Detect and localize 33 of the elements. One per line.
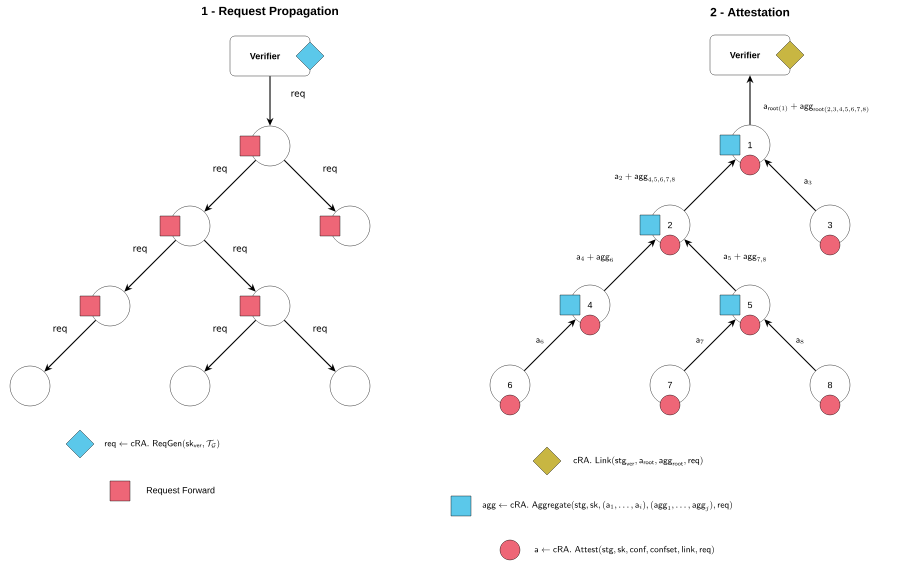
legend-text: $\mathsf{a}\leftarrow\mathsf{cRA.\ Attest}(\mathsf{stg},\mathsf{sk},\mathsf{conf},\mathsf{confset},\mathsf{link},\mathsf{req})$ xyxy=(534,546,714,554)
verifier-box: Verifier xyxy=(230,36,310,76)
node-circle xyxy=(170,366,210,406)
edge-label: $\mathsf{a}_{2}+\mathsf{agg}_{4,5,6,7,8}$ xyxy=(613,172,677,184)
node-circle xyxy=(250,286,290,326)
legend-text: $\mathsf{req}\leftarrow\mathsf{cRA.\ ReqGen}(\mathsf{sk}_{\mathsf{ver}},\mathcal{T}_{\mathcal{G}})$ xyxy=(104,440,220,448)
node-circle xyxy=(330,206,370,246)
node-circle xyxy=(90,286,130,326)
node-circle xyxy=(170,206,210,246)
node-circle xyxy=(330,366,370,406)
edge-label: $\mathsf{a}_{\mathsf{root}(1)}+\mathsf{agg}_{\mathsf{root}(2,3,4,5,6,7,8)}$ xyxy=(762,102,870,114)
edge-label: req xyxy=(52,326,68,334)
edge-label: req xyxy=(212,166,228,174)
edge-label: req xyxy=(132,246,148,254)
edge-label: req xyxy=(322,166,338,174)
edge-label: $\mathsf{a}_{6}$ xyxy=(534,337,546,345)
node-circle xyxy=(10,366,50,406)
edge-label: req xyxy=(232,246,248,254)
edge-label: $\mathsf{a}_{5}+\mathsf{agg}_{7,8}$ xyxy=(722,252,768,264)
panel-title: 2 - Attestation xyxy=(710,8,790,16)
legend-text: Request Forward xyxy=(146,486,214,496)
edge-label: req xyxy=(290,90,306,100)
verifier-box: Verifier xyxy=(710,34,790,76)
edge-label: $\mathsf{a}_{4}+\mathsf{agg}_{6}$ xyxy=(575,253,615,263)
legend-text: $\mathsf{agg}\leftarrow\mathsf{cRA.\ Aggregate}(\mathsf{stg},\mathsf{sk},(\mathsf{a}_{1},\ldots,\mathsf{a}_{i}),(\mathsf{agg}_{1},\ldots,\mathsf{agg}_{j}),\mathsf{req})$ xyxy=(482,500,732,512)
edge-label: $\mathsf{a}_{3}$ xyxy=(802,178,814,186)
panel-title: 1 - Request Propagation xyxy=(202,6,338,18)
edge-label: req xyxy=(312,326,328,334)
node-circle xyxy=(250,126,290,166)
edge-label: req xyxy=(212,326,228,334)
edge-label: $\mathsf{a}_{7}$ xyxy=(694,337,706,345)
legend-text: $\mathsf{cRA.\ Link}(\mathsf{stg}_{\mathsf{ver}},\mathsf{a}_{\mathsf{root}},\mathsf{agg}_{\mathsf{root}},\mathsf{req})$ xyxy=(574,456,702,466)
edge-label: $\mathsf{a}_{8}$ xyxy=(794,337,806,345)
